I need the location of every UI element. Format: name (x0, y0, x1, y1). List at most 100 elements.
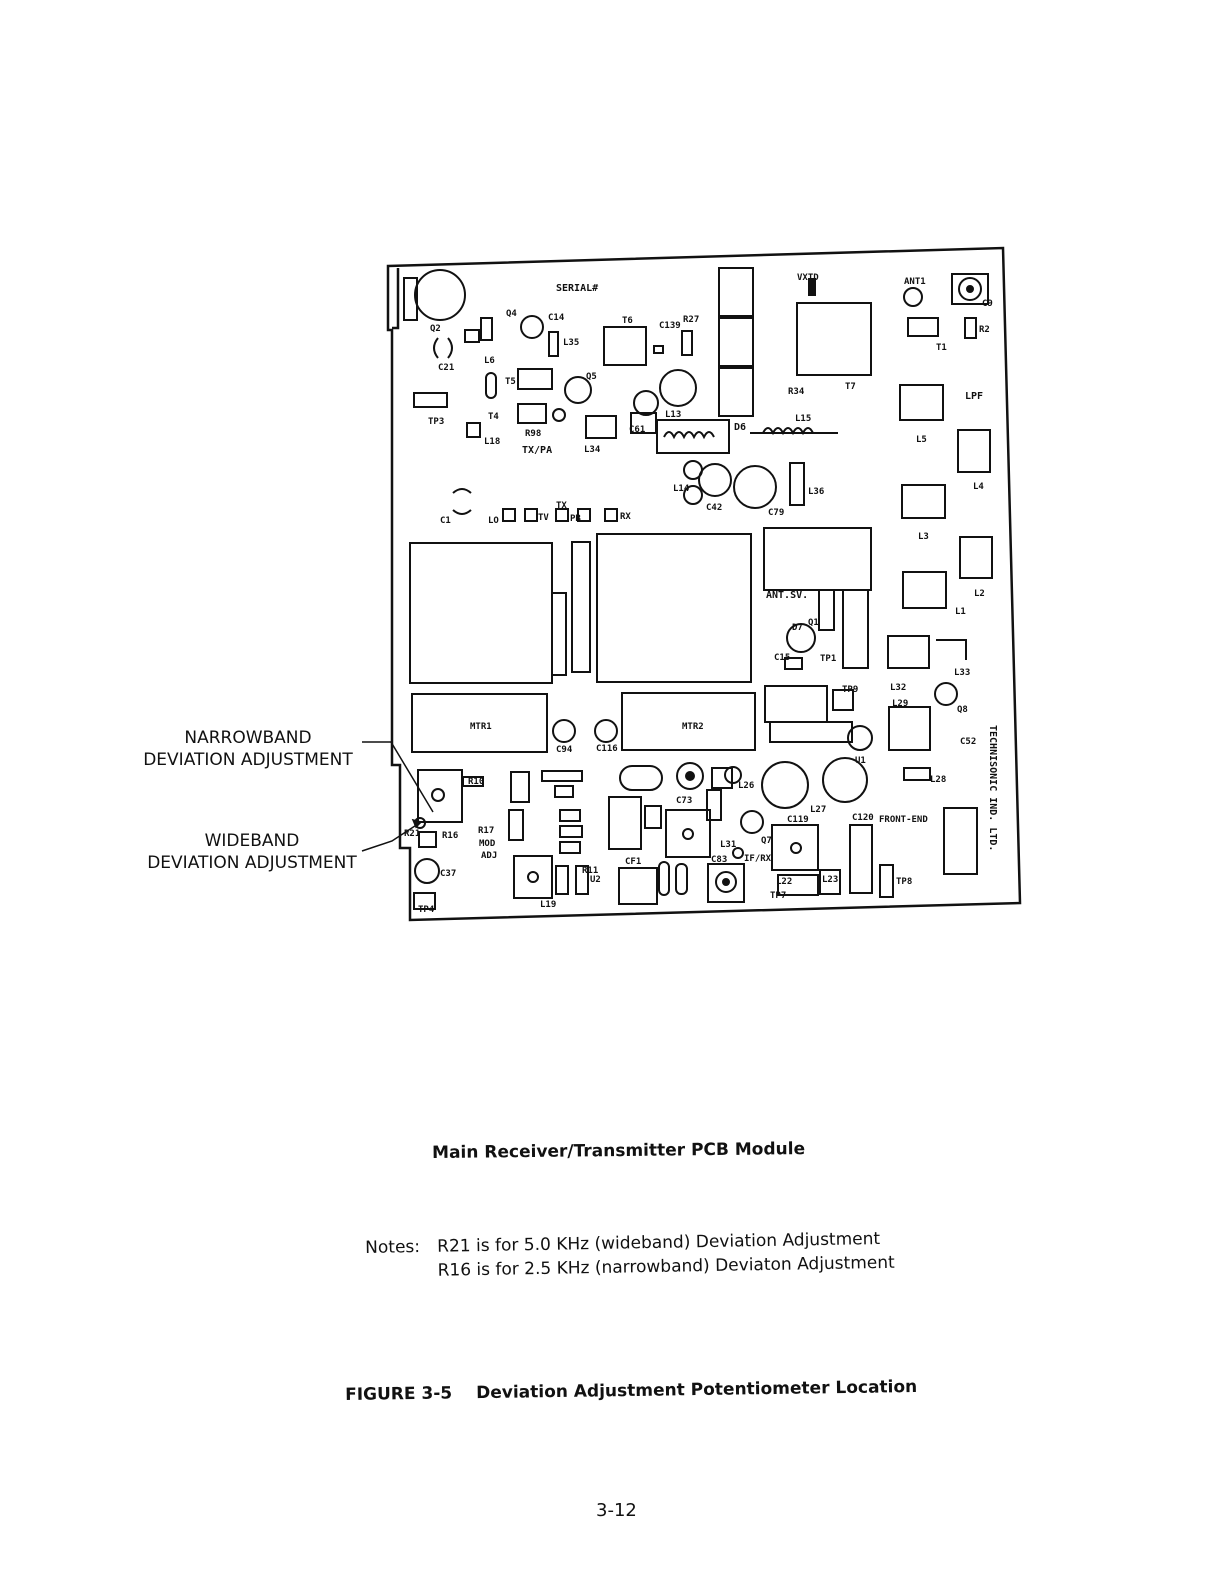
r21-label: R21 (404, 829, 420, 839)
svg-text:TP1: TP1 (820, 654, 836, 664)
svg-text:L1: L1 (955, 607, 966, 617)
svg-text:MOD: MOD (479, 839, 496, 849)
svg-text:L33: L33 (954, 668, 970, 678)
svg-text:C116: C116 (596, 744, 618, 754)
tx-pa-label: TX/PA (522, 445, 552, 456)
svg-text:C120: C120 (852, 813, 874, 823)
module-title: Main Receiver/Transmitter PCB Module (432, 1139, 806, 1163)
svg-text:L28: L28 (930, 775, 946, 785)
svg-text:TP9: TP9 (842, 685, 858, 695)
svg-text:FRONT-END: FRONT-END (879, 815, 928, 825)
svg-text:TX: TX (556, 501, 567, 511)
svg-text:R34: R34 (788, 387, 805, 397)
wideband-leader (361, 821, 422, 852)
narrowband-leader (362, 741, 434, 813)
svg-text:L26: L26 (738, 781, 754, 791)
mtr1-filter (411, 693, 548, 753)
svg-text:C83: C83 (711, 855, 727, 865)
svg-text:C79: C79 (768, 508, 784, 518)
svg-text:C52: C52 (960, 737, 976, 747)
svg-text:ANT1: ANT1 (904, 277, 926, 287)
svg-text:L36: L36 (808, 487, 824, 497)
svg-text:L4: L4 (973, 482, 984, 492)
svg-text:L13: L13 (665, 410, 681, 420)
svg-text:VXTD: VXTD (797, 273, 819, 283)
svg-text:C42: C42 (706, 503, 722, 513)
svg-text:L29: L29 (892, 699, 908, 709)
svg-text:L15: L15 (795, 414, 811, 424)
wideband-callout-line1: WIDEBAND (204, 831, 300, 851)
svg-text:CF1: CF1 (625, 857, 641, 867)
svg-text:L6: L6 (484, 356, 495, 366)
svg-text:Q4: Q4 (506, 309, 517, 319)
svg-text:C139: C139 (659, 321, 681, 331)
svg-text:U1: U1 (855, 756, 866, 766)
svg-text:TV: TV (538, 513, 549, 523)
vco-module (596, 533, 752, 683)
svg-text:RX: RX (620, 512, 631, 522)
svg-text:T4: T4 (488, 412, 499, 422)
figure-number: FIGURE 3-5 (345, 1383, 453, 1405)
narrowband-callout: NARROWBAND DEVIATION ADJUSTMENT (128, 727, 368, 771)
tcxo-module (409, 542, 553, 684)
ant-sw-label: ANT.SV. (766, 590, 808, 601)
svg-text:L5: L5 (916, 435, 927, 445)
notes-label: Notes: (365, 1237, 421, 1258)
svg-text:C94: C94 (556, 745, 573, 755)
svg-text:L14: L14 (673, 484, 690, 494)
svg-text:LO: LO (488, 516, 499, 526)
svg-text:L22: L22 (776, 877, 792, 887)
svg-text:MTR1: MTR1 (470, 722, 492, 732)
svg-text:IF/RX: IF/RX (744, 854, 772, 864)
wideband-callout-line2: DEVIATION ADJUSTMENT (147, 853, 357, 873)
svg-text:R27: R27 (683, 315, 699, 325)
svg-text:D6: D6 (734, 422, 746, 433)
svg-text:Q7: Q7 (761, 836, 772, 846)
svg-text:C14: C14 (548, 313, 565, 323)
svg-text:Q1: Q1 (808, 618, 819, 628)
r16-label: R16 (442, 831, 458, 841)
svg-text:L3: L3 (918, 532, 929, 542)
svg-text:L2: L2 (974, 589, 985, 599)
svg-text:MTR2: MTR2 (682, 722, 704, 732)
manufacturer-label: TECHNISONIC IND. LTD. (987, 725, 998, 851)
svg-text:L19: L19 (540, 900, 556, 910)
svg-text:LPF: LPF (965, 391, 983, 402)
wideband-callout: WIDEBAND DEVIATION ADJUSTMENT (136, 830, 368, 874)
svg-text:C15: C15 (774, 653, 790, 663)
svg-text:Q2: Q2 (430, 324, 441, 334)
svg-text:C1: C1 (440, 516, 451, 526)
svg-text:U2: U2 (590, 875, 601, 885)
svg-text:D7: D7 (792, 623, 803, 633)
svg-text:TP8: TP8 (896, 877, 912, 887)
svg-text:TP3: TP3 (428, 417, 444, 427)
svg-text:ADJ: ADJ (481, 851, 497, 861)
board-outline (386, 246, 1022, 922)
notes-block: Notes: R21 is for 5.0 KHz (wideband) Dev… (365, 1227, 895, 1284)
svg-text:R2: R2 (979, 325, 990, 335)
svg-text:T5: T5 (505, 377, 516, 387)
narrowband-callout-line1: NARROWBAND (184, 728, 312, 748)
q2-can (414, 269, 466, 321)
narrowband-callout-line2: DEVIATION ADJUSTMENT (143, 750, 353, 770)
svg-text:C9: C9 (982, 299, 993, 309)
svg-text:L31: L31 (720, 840, 736, 850)
page-number: 3-12 (596, 1500, 637, 1521)
svg-text:C37: C37 (440, 869, 456, 879)
svg-text:T1: T1 (936, 343, 947, 353)
svg-text:R98: R98 (525, 429, 541, 439)
svg-text:L23: L23 (822, 875, 838, 885)
mtr2-filter (621, 692, 756, 751)
svg-text:T7: T7 (845, 382, 856, 392)
svg-text:TP4: TP4 (418, 905, 435, 915)
svg-text:L18: L18 (484, 437, 500, 447)
svg-text:R11: R11 (582, 866, 598, 876)
svg-text:L32: L32 (890, 683, 906, 693)
svg-text:C61: C61 (629, 425, 645, 435)
svg-text:C21: C21 (438, 363, 454, 373)
svg-text:PB: PB (570, 514, 581, 524)
svg-text:L34: L34 (584, 445, 601, 455)
svg-text:T6: T6 (622, 316, 633, 326)
svg-text:R17: R17 (478, 826, 494, 836)
